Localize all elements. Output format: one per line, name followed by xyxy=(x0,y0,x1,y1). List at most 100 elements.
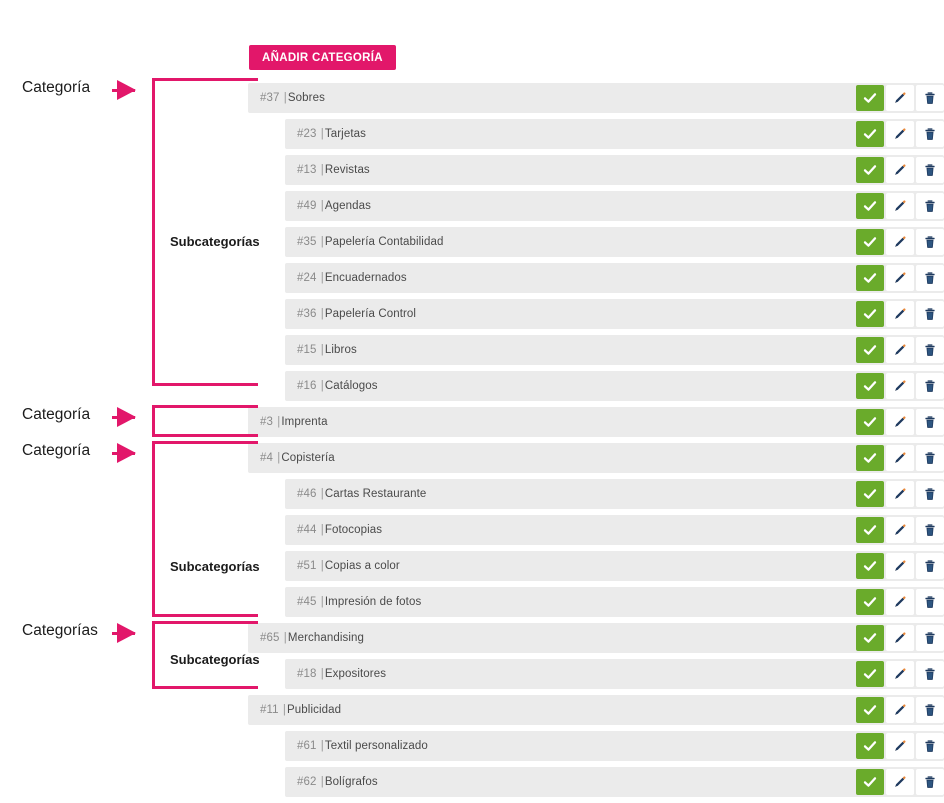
delete-button[interactable] xyxy=(916,373,944,399)
edit-button[interactable] xyxy=(886,445,914,471)
approve-button[interactable] xyxy=(856,85,884,111)
delete-button[interactable] xyxy=(916,517,944,543)
delete-button[interactable] xyxy=(916,445,944,471)
approve-button[interactable] xyxy=(856,481,884,507)
delete-button[interactable] xyxy=(916,409,944,435)
delete-button[interactable] xyxy=(916,697,944,723)
category-row[interactable]: #11 |Publicidad xyxy=(248,695,944,725)
subcategory-row[interactable]: #45 |Impresión de fotos xyxy=(285,587,944,617)
edit-button[interactable] xyxy=(886,733,914,759)
row-name: Textil personalizado xyxy=(324,740,428,752)
category-row[interactable]: #37 |Sobres xyxy=(248,83,944,113)
edit-button[interactable] xyxy=(886,589,914,615)
delete-button[interactable] xyxy=(916,625,944,651)
approve-button[interactable] xyxy=(856,301,884,327)
trash-icon xyxy=(923,775,937,789)
row-id: #23 xyxy=(297,128,317,140)
edit-button[interactable] xyxy=(886,481,914,507)
delete-button[interactable] xyxy=(916,553,944,579)
approve-button[interactable] xyxy=(856,229,884,255)
subcategory-row[interactable]: #24 |Encuadernados xyxy=(285,263,944,293)
delete-button[interactable] xyxy=(916,265,944,291)
subcategory-row[interactable]: #35 |Papelería Contabilidad xyxy=(285,227,944,257)
approve-button[interactable] xyxy=(856,661,884,687)
approve-button[interactable] xyxy=(856,733,884,759)
category-row[interactable]: #3 |Imprenta xyxy=(248,407,944,437)
row-name: Papelería Contabilidad xyxy=(324,236,444,248)
pencil-icon xyxy=(893,631,907,645)
add-category-button[interactable]: AÑADIR CATEGORÍA xyxy=(249,45,396,70)
category-row[interactable]: #4 |Copistería xyxy=(248,443,944,473)
delete-button[interactable] xyxy=(916,589,944,615)
edit-button[interactable] xyxy=(886,409,914,435)
approve-button[interactable] xyxy=(856,517,884,543)
edit-button[interactable] xyxy=(886,301,914,327)
check-icon xyxy=(863,91,877,105)
delete-button[interactable] xyxy=(916,733,944,759)
approve-button[interactable] xyxy=(856,157,884,183)
approve-button[interactable] xyxy=(856,589,884,615)
pencil-icon xyxy=(893,343,907,357)
approve-button[interactable] xyxy=(856,337,884,363)
row-id: #3 xyxy=(260,416,273,428)
check-icon xyxy=(863,235,877,249)
row-actions xyxy=(856,659,944,689)
delete-button[interactable] xyxy=(916,193,944,219)
approve-button[interactable] xyxy=(856,193,884,219)
approve-button[interactable] xyxy=(856,625,884,651)
subcategory-row[interactable]: #16 |Catálogos xyxy=(285,371,944,401)
delete-button[interactable] xyxy=(916,229,944,255)
row-id: #51 xyxy=(297,560,317,572)
subcategory-row[interactable]: #62 |Bolígrafos xyxy=(285,767,944,797)
row-id: #4 xyxy=(260,452,273,464)
subcategory-row[interactable]: #23 |Tarjetas xyxy=(285,119,944,149)
edit-button[interactable] xyxy=(886,625,914,651)
row-id: #62 xyxy=(297,776,317,788)
approve-button[interactable] xyxy=(856,553,884,579)
row-label: #3 |Imprenta xyxy=(248,416,328,428)
edit-button[interactable] xyxy=(886,229,914,255)
edit-button[interactable] xyxy=(886,193,914,219)
approve-button[interactable] xyxy=(856,445,884,471)
delete-button[interactable] xyxy=(916,121,944,147)
edit-button[interactable] xyxy=(886,697,914,723)
delete-button[interactable] xyxy=(916,301,944,327)
subcategory-row[interactable]: #44 |Fotocopias xyxy=(285,515,944,545)
delete-button[interactable] xyxy=(916,481,944,507)
subcategory-row[interactable]: #61 |Textil personalizado xyxy=(285,731,944,761)
edit-button[interactable] xyxy=(886,265,914,291)
delete-button[interactable] xyxy=(916,769,944,795)
delete-button[interactable] xyxy=(916,85,944,111)
subcategory-row[interactable]: #36 |Papelería Control xyxy=(285,299,944,329)
delete-button[interactable] xyxy=(916,661,944,687)
edit-button[interactable] xyxy=(886,337,914,363)
row-actions xyxy=(856,767,944,797)
subcategory-row[interactable]: #15 |Libros xyxy=(285,335,944,365)
approve-button[interactable] xyxy=(856,121,884,147)
subcategory-row[interactable]: #13 |Revistas xyxy=(285,155,944,185)
row-id: #36 xyxy=(297,308,317,320)
edit-button[interactable] xyxy=(886,553,914,579)
subcategory-row[interactable]: #51 |Copias a color xyxy=(285,551,944,581)
edit-button[interactable] xyxy=(886,769,914,795)
edit-button[interactable] xyxy=(886,121,914,147)
row-separator: | xyxy=(317,128,324,140)
category-row[interactable]: #65 |Merchandising xyxy=(248,623,944,653)
approve-button[interactable] xyxy=(856,373,884,399)
edit-button[interactable] xyxy=(886,373,914,399)
edit-button[interactable] xyxy=(886,157,914,183)
delete-button[interactable] xyxy=(916,157,944,183)
subcategory-row[interactable]: #49 |Agendas xyxy=(285,191,944,221)
approve-button[interactable] xyxy=(856,697,884,723)
subcategory-row[interactable]: #46 |Cartas Restaurante xyxy=(285,479,944,509)
approve-button[interactable] xyxy=(856,265,884,291)
approve-button[interactable] xyxy=(856,769,884,795)
approve-button[interactable] xyxy=(856,409,884,435)
subcategory-row[interactable]: #18 |Expositores xyxy=(285,659,944,689)
edit-button[interactable] xyxy=(886,517,914,543)
delete-button[interactable] xyxy=(916,337,944,363)
row-actions xyxy=(856,515,944,545)
row-label: #65 |Merchandising xyxy=(248,632,364,644)
edit-button[interactable] xyxy=(886,85,914,111)
edit-button[interactable] xyxy=(886,661,914,687)
